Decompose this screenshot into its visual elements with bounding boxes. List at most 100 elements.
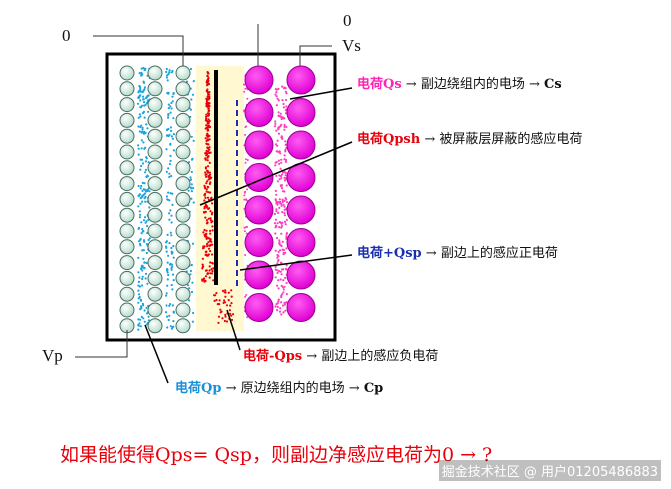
- field-dot: [139, 115, 142, 118]
- field-dot: [281, 198, 284, 201]
- field-dot: [170, 107, 173, 110]
- field-dot: [170, 129, 173, 132]
- field-dot: [137, 323, 140, 327]
- field-dot: [147, 315, 150, 318]
- field-dot: [165, 134, 168, 137]
- field-dot: [143, 182, 146, 185]
- field-dot: [169, 111, 172, 114]
- field-dot: [228, 309, 231, 312]
- field-dot: [148, 206, 151, 209]
- field-dot: [167, 273, 170, 277]
- field-dot: [207, 82, 211, 86]
- field-dot: [275, 95, 278, 98]
- field-dot: [209, 217, 212, 220]
- field-dot: [277, 127, 280, 130]
- field-dot: [139, 168, 142, 171]
- field-dot: [167, 92, 170, 95]
- field-dot: [137, 297, 140, 300]
- field-dot: [206, 159, 209, 162]
- field-dot: [207, 79, 210, 83]
- field-dot: [137, 91, 140, 94]
- field-dot: [284, 109, 287, 112]
- primary-turn: [119, 160, 135, 176]
- field-dot: [140, 164, 143, 168]
- field-dot: [279, 167, 282, 170]
- field-dot: [187, 189, 190, 192]
- qpsh-charge-label: 电荷Qpsh: [357, 132, 421, 147]
- field-dot: [171, 304, 174, 307]
- primary-turn: [175, 318, 191, 334]
- qp-result: Cp: [363, 381, 384, 396]
- field-dot: [146, 188, 149, 191]
- field-dot: [282, 87, 286, 90]
- field-dot: [227, 291, 230, 294]
- primary-turn: [119, 191, 135, 207]
- primary-turn: [175, 97, 191, 113]
- field-dot: [139, 318, 142, 321]
- field-dot: [276, 309, 279, 312]
- field-dot: [141, 95, 145, 98]
- primary-turn: [147, 97, 163, 113]
- field-dot: [171, 192, 174, 195]
- field-dot: [137, 328, 140, 331]
- field-dot: [145, 190, 148, 193]
- field-dot: [278, 243, 281, 246]
- field-dot: [137, 96, 140, 99]
- field-dot: [137, 293, 141, 296]
- field-dot: [224, 291, 227, 294]
- field-dot: [275, 129, 278, 132]
- field-dot: [244, 87, 247, 90]
- field-dot: [168, 212, 171, 215]
- field-dot: [165, 294, 168, 297]
- field-dot: [138, 216, 141, 219]
- field-dot: [210, 221, 213, 224]
- field-dot: [138, 72, 141, 75]
- field-dot: [213, 299, 216, 302]
- field-dot: [166, 284, 169, 287]
- field-dot: [274, 265, 277, 268]
- field-dot: [170, 283, 173, 287]
- field-dot: [165, 246, 168, 249]
- field-dot: [142, 98, 145, 101]
- field-dot: [205, 117, 208, 120]
- primary-turn: [147, 223, 163, 239]
- secondary-turn: [286, 260, 316, 290]
- field-dot: [146, 127, 149, 130]
- field-dot: [203, 194, 206, 197]
- qs-description: 副边绕组内的电场: [420, 77, 525, 92]
- field-dot: [230, 318, 234, 321]
- field-dot: [140, 139, 143, 142]
- field-dot: [202, 210, 206, 214]
- field-dot: [246, 159, 249, 161]
- field-dot: [275, 210, 278, 213]
- field-dot: [206, 74, 209, 77]
- field-dot: [279, 249, 282, 252]
- field-dot: [166, 261, 169, 264]
- field-dot: [206, 169, 209, 173]
- field-dot: [141, 90, 144, 94]
- field-dot: [229, 304, 232, 307]
- primary-turn: [147, 191, 163, 207]
- primary-turn: [175, 65, 191, 81]
- field-dot: [172, 149, 175, 152]
- field-dot: [205, 232, 208, 235]
- field-dot: [278, 239, 281, 242]
- field-dot: [276, 139, 279, 142]
- field-dot: [170, 101, 173, 105]
- field-dot: [142, 66, 145, 70]
- field-dot: [222, 301, 225, 304]
- field-dot: [276, 269, 279, 272]
- primary-turn: [175, 191, 191, 207]
- field-dot: [244, 133, 247, 136]
- field-dot: [140, 221, 143, 224]
- field-dot: [285, 184, 288, 187]
- field-dot: [171, 273, 175, 276]
- field-dot: [148, 237, 151, 240]
- field-dot: [210, 240, 213, 243]
- field-dot: [166, 233, 169, 236]
- field-dot: [139, 267, 142, 270]
- secondary-turn: [286, 65, 316, 95]
- field-dot: [145, 156, 148, 159]
- field-dot: [209, 229, 212, 232]
- field-dot: [139, 90, 142, 93]
